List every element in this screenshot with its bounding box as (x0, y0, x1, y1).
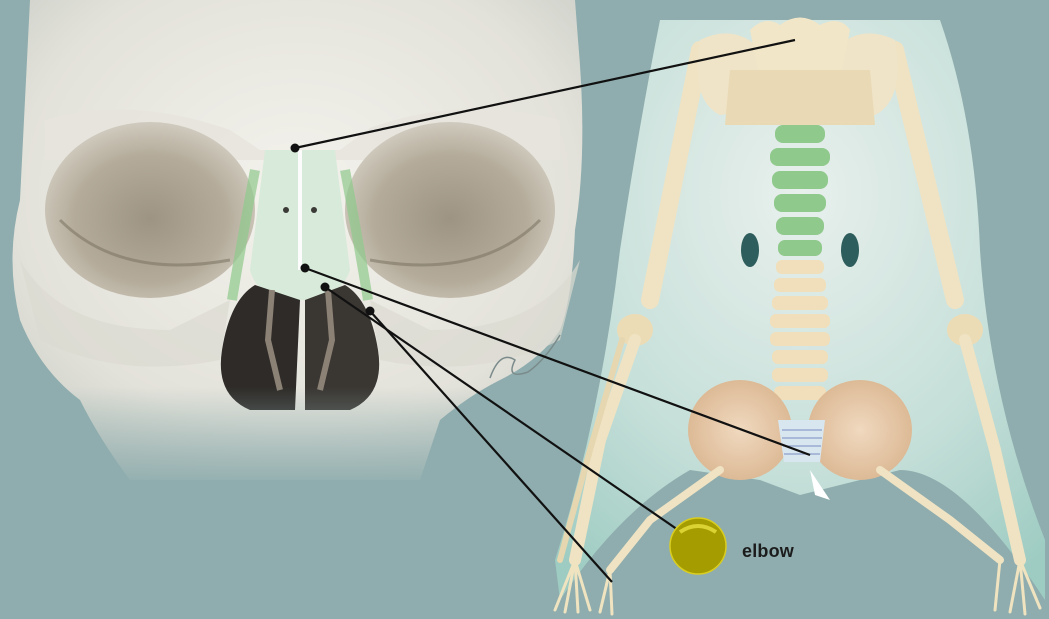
elbow-label: elbow (742, 541, 794, 562)
sacrum (778, 420, 825, 462)
skeleton-figure (555, 18, 1045, 615)
skull-figure (0, 0, 600, 490)
